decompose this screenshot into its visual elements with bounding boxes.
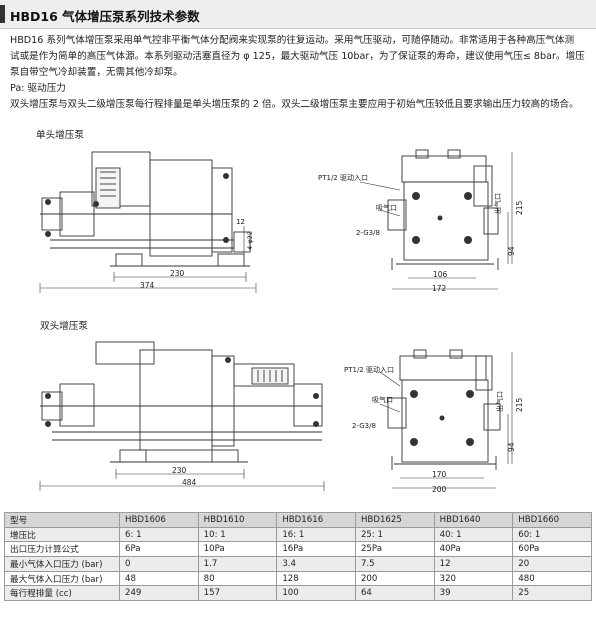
dim-172: 172 xyxy=(432,284,447,293)
table-cell: 16Pa xyxy=(276,541,356,558)
table-cell: 20 xyxy=(512,556,592,572)
dim-215: 215 xyxy=(515,397,524,412)
table-cell: 40: 1 xyxy=(433,526,514,543)
table-cell: 200 xyxy=(354,570,435,587)
table-cell: 6: 1 xyxy=(119,526,199,543)
table-cell: 249 xyxy=(119,585,199,602)
double-head-label: 双头增压泵 xyxy=(40,321,88,332)
dim-94: 94 xyxy=(507,246,516,256)
dim-106: 106 xyxy=(433,270,448,279)
table-row: 最小气体入口压力 (bar) 0 1.7 3.4 7.5 12 20 xyxy=(4,556,592,572)
table-cell: 1.7 xyxy=(197,556,278,572)
table-header-cell: HBD1616 xyxy=(276,512,356,528)
dim-484: 484 xyxy=(182,478,197,487)
intake-callout: 吸气口 xyxy=(372,395,393,404)
drive-inlet-callout: PT1/2 驱动入口 xyxy=(318,173,368,182)
table-cell: 480 xyxy=(512,570,592,587)
g38-callout: 2-G3/8 xyxy=(352,422,376,430)
table-cell: 128 xyxy=(276,570,356,587)
table-cell: 100 xyxy=(276,585,356,602)
table-header-cell: HBD1625 xyxy=(354,512,435,528)
single-head-label: 单头增压泵 xyxy=(36,130,84,141)
dim-170: 170 xyxy=(432,470,447,479)
table-header-cell: HBD1640 xyxy=(433,512,514,528)
outlet-callout: 出气口 xyxy=(495,391,504,412)
g38-callout: 2-G3/8 xyxy=(356,229,380,237)
table-header-row: 型号 HBD1606 HBD1610 HBD1616 HBD1625 HBD16… xyxy=(4,512,592,528)
table-cell: 每行程排量 (cc) xyxy=(4,585,120,602)
dim-12: 12 xyxy=(236,218,245,226)
table-cell: 增压比 xyxy=(4,526,120,543)
table-cell: 25Pa xyxy=(354,541,435,558)
title-bar: HBD16 气体增压泵系列技术参数 xyxy=(0,0,596,29)
table-header-cell: HBD1606 xyxy=(119,512,199,528)
dim-holes: 4-φ22 xyxy=(246,231,254,250)
dim-374: 374 xyxy=(140,281,155,290)
table-cell: 最小气体入口压力 (bar) xyxy=(4,556,120,572)
table-cell: 39 xyxy=(433,585,514,602)
dim-230: 230 xyxy=(172,466,187,475)
end-cap xyxy=(211,167,233,253)
table-cell: 320 xyxy=(433,570,514,587)
table-row: 最大气体入口压力 (bar) 48 80 128 200 320 480 xyxy=(4,570,592,587)
table-cell: 60Pa xyxy=(512,541,592,558)
table-header-cell: 型号 xyxy=(4,512,120,528)
dim-230: 230 xyxy=(170,269,185,278)
drive-inlet-callout: PT1/2 驱动入口 xyxy=(344,365,394,374)
table-cell: 64 xyxy=(354,585,435,602)
description-line: 泵自带空气冷却装置，无需其他冷却泵。 xyxy=(10,67,183,78)
table-cell: 最大气体入口压力 (bar) xyxy=(4,570,120,587)
table-cell: 60: 1 xyxy=(512,526,592,543)
table-cell: 25 xyxy=(512,585,592,602)
table-cell: 出口压力计算公式 xyxy=(4,541,120,558)
table-cell: 80 xyxy=(197,570,278,587)
dim-94: 94 xyxy=(507,442,516,452)
description: HBD16 系列气体增压泵采用单气控非平衡气体分配阀来实现泵的往复运动。采用气压… xyxy=(10,33,588,113)
outlet-callout: 出气口 xyxy=(493,193,502,214)
page-title: HBD16 气体增压泵系列技术参数 xyxy=(10,9,200,24)
table-row: 出口压力计算公式 6Pa 10Pa 16Pa 25Pa 40Pa 60Pa xyxy=(4,541,592,558)
table-cell: 157 xyxy=(197,585,278,602)
table-cell: 0 xyxy=(119,556,199,572)
table-header-cell: HBD1610 xyxy=(197,512,278,528)
table-header-cell: HBD1660 xyxy=(512,512,592,528)
spec-table: 型号 HBD1606 HBD1610 HBD1616 HBD1625 HBD16… xyxy=(4,512,592,602)
table-cell: 6Pa xyxy=(119,541,199,558)
table-cell: 10: 1 xyxy=(197,526,278,543)
description-line: HBD16 系列气体增压泵采用单气控非平衡气体分配阀来实现泵的往复运动。采用气压… xyxy=(10,35,575,46)
description-line: Pa: 驱动压力 xyxy=(10,83,66,94)
table-row: 每行程排量 (cc) 249 157 100 64 39 25 xyxy=(4,585,592,602)
table-cell: 10Pa xyxy=(197,541,278,558)
table-cell: 40Pa xyxy=(433,541,514,558)
description-line: 试或是作为简单的高压气体源。本系列驱动活塞直径为 φ 125，最大驱动气压 10… xyxy=(10,51,585,62)
table-cell: 12 xyxy=(433,556,514,572)
title-accent xyxy=(0,5,5,23)
table-cell: 25: 1 xyxy=(354,526,435,543)
table-cell: 3.4 xyxy=(276,556,356,572)
dim-200: 200 xyxy=(432,485,447,494)
table-cell: 48 xyxy=(119,570,199,587)
dim-215: 215 xyxy=(515,200,524,215)
intake-callout: 吸气口 xyxy=(376,203,397,212)
table-cell: 16: 1 xyxy=(276,526,356,543)
description-line: 双头增压泵与双头二级增压泵每行程排量是单头增压泵的 2 倍。双头二级增压泵主要应… xyxy=(10,99,579,110)
table-cell: 7.5 xyxy=(354,556,435,572)
table-row: 增压比 6: 1 10: 1 16: 1 25: 1 40: 1 60: 1 xyxy=(4,526,592,543)
